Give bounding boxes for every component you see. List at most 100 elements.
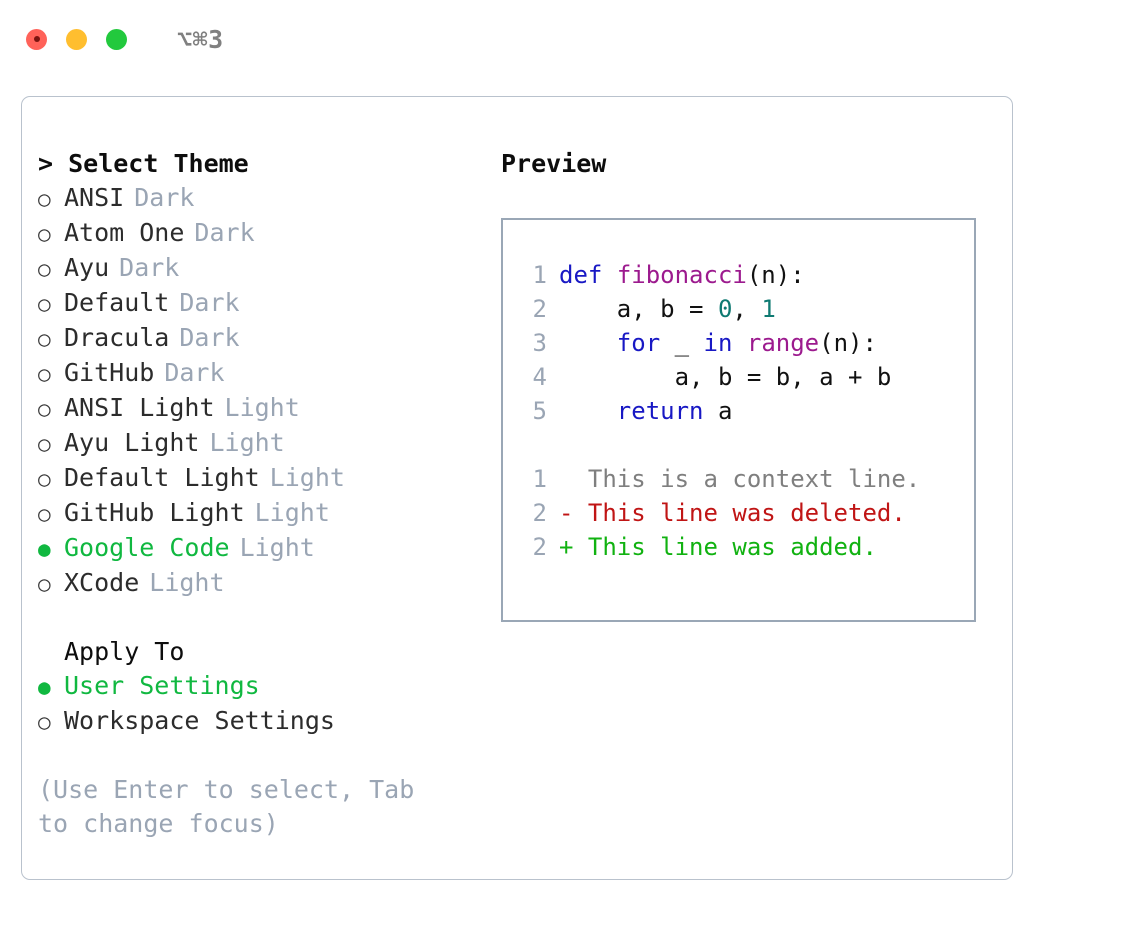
theme-list-item[interactable]: ○ Atom One Dark	[38, 216, 493, 251]
code-token: fibonacci	[616, 261, 747, 289]
radio-unselected-icon[interactable]: ○	[38, 257, 51, 281]
line-number: 1	[532, 465, 547, 493]
theme-name-label: Ayu	[64, 253, 110, 282]
title-bar: ⌥⌘3	[0, 0, 1140, 78]
theme-name-label: Atom One	[64, 218, 185, 247]
preview-header: Preview	[501, 149, 607, 178]
code-line: 1 def fibonacci(n):	[521, 258, 974, 292]
theme-name-label: GitHub Light	[64, 498, 245, 527]
minimize-window-icon[interactable]	[66, 28, 87, 50]
code-token: for	[616, 329, 661, 357]
keyboard-shortcut-label: ⌥⌘3	[177, 24, 224, 54]
theme-variant-badge: Dark	[134, 183, 195, 212]
code-line: 2 a, b = 0, 1	[521, 292, 974, 326]
theme-variant-badge: Light	[254, 498, 330, 527]
theme-list-item[interactable]: ○ Dracula Dark	[38, 321, 493, 356]
theme-variant-badge: Light	[209, 428, 285, 457]
code-token	[732, 329, 746, 357]
code-token	[559, 329, 617, 357]
line-number: 3	[532, 329, 547, 357]
theme-name-label: Google Code	[64, 533, 230, 562]
code-token: in	[703, 329, 733, 357]
theme-variant-badge: Dark	[119, 253, 180, 282]
apply-to-label: User Settings	[64, 671, 260, 700]
line-number: 2	[532, 533, 547, 561]
code-token: 1	[761, 295, 776, 323]
diff-content: This is a context line.	[573, 465, 921, 493]
line-number: 4	[532, 363, 547, 391]
radio-unselected-icon[interactable]: ○	[38, 327, 51, 351]
diff-line: 2- This line was deleted.	[521, 496, 974, 530]
theme-list-item[interactable]: ○ GitHub Light Light	[38, 496, 493, 531]
apply-to-header: Apply To	[64, 637, 185, 666]
radio-unselected-icon[interactable]: ○	[38, 710, 51, 734]
diff-line: 2 + This line was added.	[521, 530, 974, 564]
radio-unselected-icon[interactable]: ○	[38, 292, 51, 316]
apply-to-option[interactable]: ● User Settings	[38, 669, 493, 704]
code-token: a	[703, 397, 733, 425]
code-line: 4 a, b = b, a + b	[521, 360, 974, 394]
diff-text: + This line was added.	[559, 530, 877, 564]
theme-variant-badge: Dark	[179, 288, 240, 317]
code-token	[559, 397, 617, 425]
code-token: (n):	[819, 329, 877, 357]
radio-selected-icon[interactable]: ●	[38, 537, 51, 561]
select-theme-header: > Select Theme	[38, 149, 249, 178]
radio-unselected-icon[interactable]: ○	[38, 187, 51, 211]
code-line: 5 return a	[521, 394, 974, 428]
code-token: (n):	[746, 261, 805, 289]
maximize-window-icon[interactable]	[106, 28, 127, 50]
code-token: a, b = b, a + b	[559, 363, 892, 391]
code-token: def	[559, 261, 603, 289]
code-text: return a	[559, 394, 733, 428]
theme-variant-badge: Dark	[179, 323, 240, 352]
apply-to-options[interactable]: ● User Settings ○Workspace Settings	[38, 669, 493, 739]
diff-content: This line was deleted.	[573, 499, 906, 527]
keyboard-hint-text: (Use Enter to select, Tab to change focu…	[38, 775, 430, 838]
apply-to-option[interactable]: ○Workspace Settings	[38, 704, 493, 739]
code-text: for _ in range(n):	[559, 326, 877, 360]
radio-unselected-icon[interactable]: ○	[38, 572, 51, 596]
theme-name-label: Dracula	[64, 323, 170, 352]
diff-content: This line was added.	[573, 533, 877, 561]
line-number: 1	[532, 261, 547, 289]
radio-unselected-icon[interactable]: ○	[38, 502, 51, 526]
line-number: 2	[532, 499, 547, 527]
theme-name-label: Ayu Light	[64, 428, 200, 457]
theme-variant-badge: Dark	[164, 358, 225, 387]
diff-sign	[559, 465, 573, 493]
code-line: 3 for _ in range(n):	[521, 326, 974, 360]
theme-name-label: Default Light	[64, 463, 260, 492]
window-controls	[26, 28, 127, 50]
radio-unselected-icon[interactable]: ○	[38, 222, 51, 246]
radio-unselected-icon[interactable]: ○	[38, 362, 51, 386]
radio-selected-icon[interactable]: ●	[38, 675, 51, 699]
radio-unselected-icon[interactable]: ○	[38, 432, 51, 456]
code-token: _	[660, 329, 704, 357]
close-window-icon[interactable]	[26, 28, 47, 50]
radio-unselected-icon[interactable]: ○	[38, 397, 51, 421]
code-blank-line	[521, 428, 974, 462]
diff-line: 1 This is a context line.	[521, 462, 974, 496]
theme-name-label: ANSI	[64, 183, 125, 212]
code-token: return	[616, 397, 704, 425]
theme-list-item[interactable]: ○ ANSI Dark	[38, 181, 493, 216]
radio-unselected-icon[interactable]: ○	[38, 467, 51, 491]
theme-name-label: XCode	[64, 568, 140, 597]
theme-list-item[interactable]: ○ Ayu Dark	[38, 251, 493, 286]
theme-list-item[interactable]: ○ Ayu Light Light	[38, 426, 493, 461]
theme-variant-badge: Dark	[194, 218, 255, 247]
theme-variant-badge: Light	[224, 393, 300, 422]
